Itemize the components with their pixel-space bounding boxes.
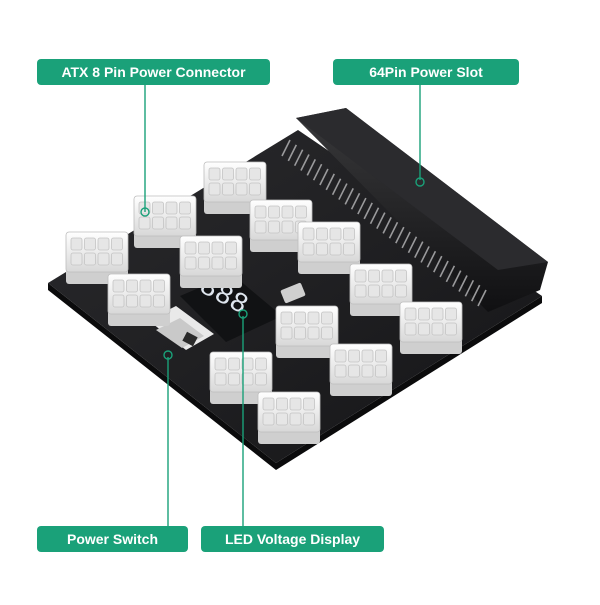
slot-pin	[382, 217, 392, 234]
slot-pin	[293, 149, 304, 167]
slot-pin	[407, 236, 418, 254]
slot-pin	[458, 275, 468, 292]
slot-pin	[350, 192, 361, 210]
slot-pin	[306, 158, 317, 176]
slot-pin	[325, 173, 335, 191]
slot-pin	[281, 139, 291, 157]
slot-pin	[344, 188, 354, 205]
atx-8pin-connector	[257, 391, 321, 444]
slot-pin	[338, 183, 348, 200]
callout-atx-connector: ATX 8 Pin Power Connector	[37, 59, 270, 85]
slot-pin	[287, 144, 298, 162]
slot-pin	[369, 207, 380, 225]
power-slot	[281, 108, 548, 312]
slot-pin	[395, 226, 405, 244]
slot-pin	[433, 255, 443, 273]
slot-pin	[331, 178, 342, 196]
leader-slot-dot	[415, 177, 425, 187]
slot-pin	[445, 265, 456, 283]
slot-pin	[470, 284, 481, 302]
connector-group	[65, 161, 463, 444]
atx-8pin-connector	[349, 263, 413, 316]
callout-led-display: LED Voltage Display	[201, 526, 384, 552]
slot-pin	[451, 270, 462, 288]
slot-pin	[388, 221, 399, 239]
atx-8pin-connector	[65, 231, 129, 284]
slot-top-face	[296, 108, 548, 270]
atx-8pin-connector	[275, 305, 339, 358]
slot-pin	[319, 168, 329, 186]
callout-power-slot: 64Pin Power Slot	[333, 59, 519, 85]
led-bezel	[180, 274, 282, 342]
slot-pin	[420, 246, 430, 263]
atx-8pin-connector	[107, 273, 171, 326]
atx-8pin-connector	[329, 343, 393, 396]
leader-atx-dot	[140, 207, 150, 217]
slot-pin	[439, 260, 449, 278]
slot-pin	[414, 241, 424, 258]
atx-8pin-connector	[209, 351, 273, 404]
slot-pin	[300, 154, 310, 171]
atx-8pin-connector	[297, 221, 361, 274]
slot-pin	[357, 197, 367, 215]
leader-lines	[140, 82, 425, 526]
leader-switch-dot	[163, 350, 173, 360]
slot-pin	[312, 163, 323, 181]
leader-led-dot	[238, 309, 248, 319]
reset-button	[280, 282, 306, 304]
slot-pin	[401, 231, 411, 249]
slot-pin-row	[281, 139, 487, 307]
callout-power-switch: Power Switch	[37, 526, 188, 552]
atx-8pin-connector	[179, 235, 243, 288]
switch-toggle	[182, 331, 198, 347]
slot-pin	[376, 212, 386, 229]
atx-8pin-connector	[399, 301, 463, 354]
slot-pin	[464, 279, 475, 297]
slot-pin	[426, 250, 437, 268]
slot-pin	[477, 289, 487, 307]
slot-pin	[363, 202, 373, 220]
